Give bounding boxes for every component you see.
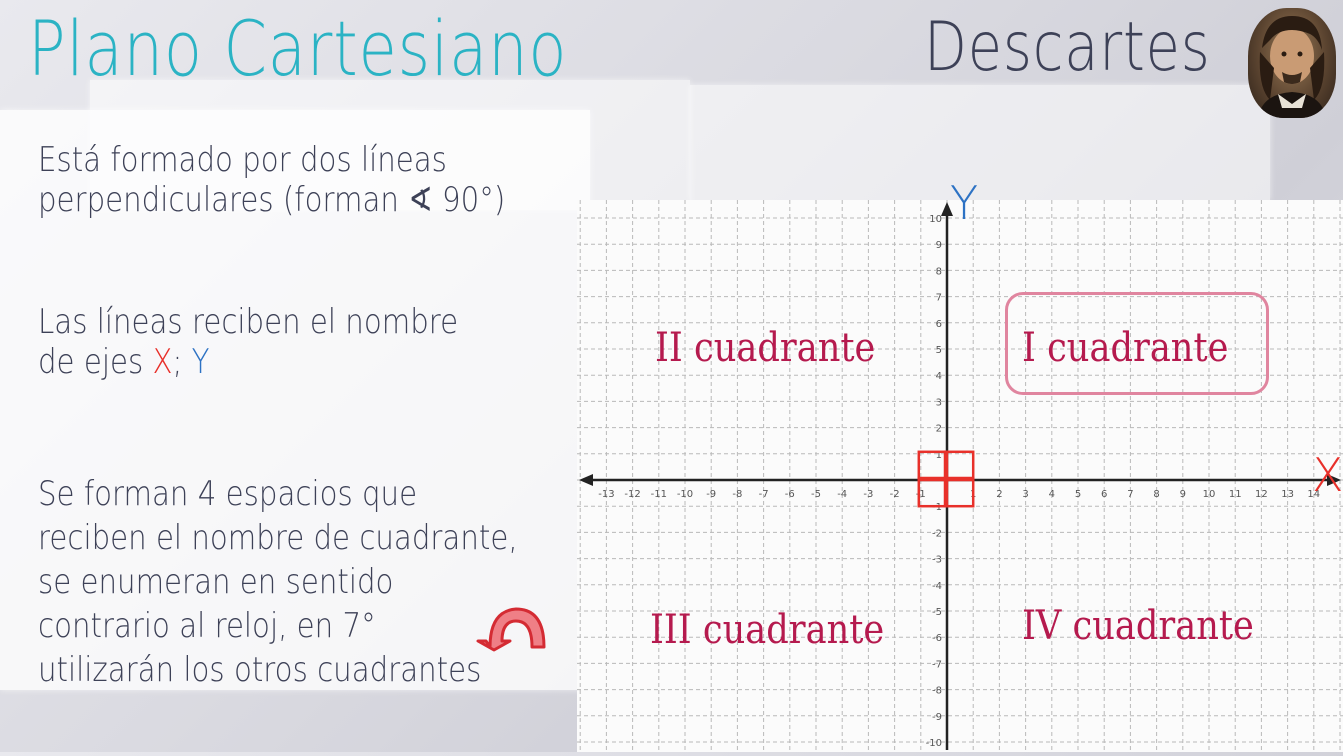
- paragraph-axes: Las líneas reciben el nombre de ejes X; …: [38, 302, 458, 382]
- y-tick-label: 2: [936, 424, 942, 435]
- x-tick-label: -3: [863, 489, 873, 500]
- counterclockwise-arrow-icon: [470, 603, 552, 657]
- page-title: Plano Cartesiano: [28, 4, 568, 93]
- y-tick-label: -6: [932, 633, 942, 644]
- y-axis-word: Y: [191, 342, 210, 382]
- x-tick-label: 12: [1255, 489, 1268, 500]
- quadrant-ii-label: II cuadrante: [655, 325, 876, 371]
- y-tick-label: -4: [932, 581, 942, 592]
- x-axis-arrow-right: [1327, 474, 1341, 486]
- text-prefix: de ejes: [38, 342, 153, 382]
- y-tick-label: 8: [936, 266, 942, 277]
- y-tick-label: 9: [936, 240, 942, 251]
- y-tick-label: -1: [932, 502, 942, 513]
- x-tick-label: 2: [996, 489, 1002, 500]
- x-tick-label: 8: [1153, 489, 1159, 500]
- origin-unit-square: [943, 476, 975, 508]
- origin-unit-square: [917, 450, 949, 482]
- x-tick-label: 3: [1022, 489, 1028, 500]
- y-tick-label: -10: [926, 738, 942, 749]
- x-tick-label: -6: [785, 489, 795, 500]
- text-line: Se forman 4 espacios que: [38, 474, 418, 514]
- x-tick-label: -10: [677, 489, 693, 500]
- y-tick-label: 1: [936, 450, 942, 461]
- x-tick-label: -9: [706, 489, 716, 500]
- x-tick-label: -2: [890, 489, 900, 500]
- quadrant-i-highlight: [1005, 292, 1269, 395]
- x-tick-label: 4: [1049, 489, 1055, 500]
- x-tick-label: 13: [1281, 489, 1294, 500]
- y-tick-label: -8: [932, 686, 942, 697]
- author-name: Descartes: [924, 8, 1211, 87]
- y-tick-label: 3: [936, 397, 942, 408]
- y-tick-label: -9: [932, 712, 942, 723]
- text-line: Las líneas reciben el nombre: [38, 302, 459, 342]
- x-axis-arrow-left: [579, 474, 593, 486]
- x-tick-label: -4: [837, 489, 847, 500]
- y-axis-label: Y: [950, 176, 979, 230]
- y-tick-label: 5: [936, 345, 942, 356]
- paper-top: [90, 80, 690, 210]
- text-line: se enumeran en sentido: [38, 562, 394, 602]
- paragraph-quadrants: Se forman 4 espacios que reciben el nomb…: [38, 472, 518, 692]
- origin-unit-square: [917, 476, 949, 508]
- x-tick-label: -8: [732, 489, 742, 500]
- x-tick-label: -1: [916, 489, 926, 500]
- y-axis-arrow-up: [941, 202, 953, 216]
- text-line: Está formado por dos líneas: [38, 140, 447, 180]
- x-tick-label: -5: [811, 489, 821, 500]
- text-line-axes: de ejes X; Y: [38, 342, 458, 382]
- quadrant-iii-label: III cuadrante: [650, 607, 885, 653]
- text-line: reciben el nombre de cuadrante,: [38, 518, 518, 558]
- quadrant-iv-label: IV cuadrante: [1022, 603, 1254, 649]
- x-tick-label: -13: [598, 489, 614, 500]
- x-axis-label: X: [1312, 448, 1343, 502]
- x-tick-label: 9: [1180, 489, 1186, 500]
- y-tick-label: 6: [936, 319, 942, 330]
- y-tick-label: 7: [936, 293, 942, 304]
- x-tick-label: 14: [1307, 489, 1320, 500]
- x-tick-label: 5: [1075, 489, 1081, 500]
- x-tick-label: -11: [651, 489, 667, 500]
- y-tick-label: 10: [929, 214, 942, 225]
- y-tick-label: -5: [932, 607, 942, 618]
- text-line: utilizarán los otros cuadrantes: [38, 650, 482, 690]
- x-tick-label: -12: [624, 489, 640, 500]
- y-tick-label: -2: [932, 528, 942, 539]
- y-tick-label: -3: [932, 555, 942, 566]
- quadrant-i-label: I cuadrante: [1022, 325, 1229, 371]
- paragraph-perpendicular: Está formado por dos líneas perpendicula…: [38, 140, 505, 220]
- y-tick-label: 4: [936, 371, 942, 382]
- text-line: perpendiculares (forman ∢ 90°): [38, 180, 506, 220]
- x-tick-label: 10: [1203, 489, 1216, 500]
- separator: ;: [172, 342, 192, 382]
- x-tick-label: 11: [1229, 489, 1242, 500]
- text-line: contrario al reloj, en 7°: [38, 606, 376, 646]
- descartes-portrait: [1248, 8, 1336, 118]
- paper-right: [690, 85, 1270, 200]
- origin-unit-square: [943, 450, 975, 482]
- y-tick-label: -7: [932, 659, 942, 670]
- x-tick-label: -7: [759, 489, 769, 500]
- x-axis-word: X: [152, 342, 173, 382]
- x-tick-label: 7: [1127, 489, 1133, 500]
- x-tick-label: 6: [1101, 489, 1107, 500]
